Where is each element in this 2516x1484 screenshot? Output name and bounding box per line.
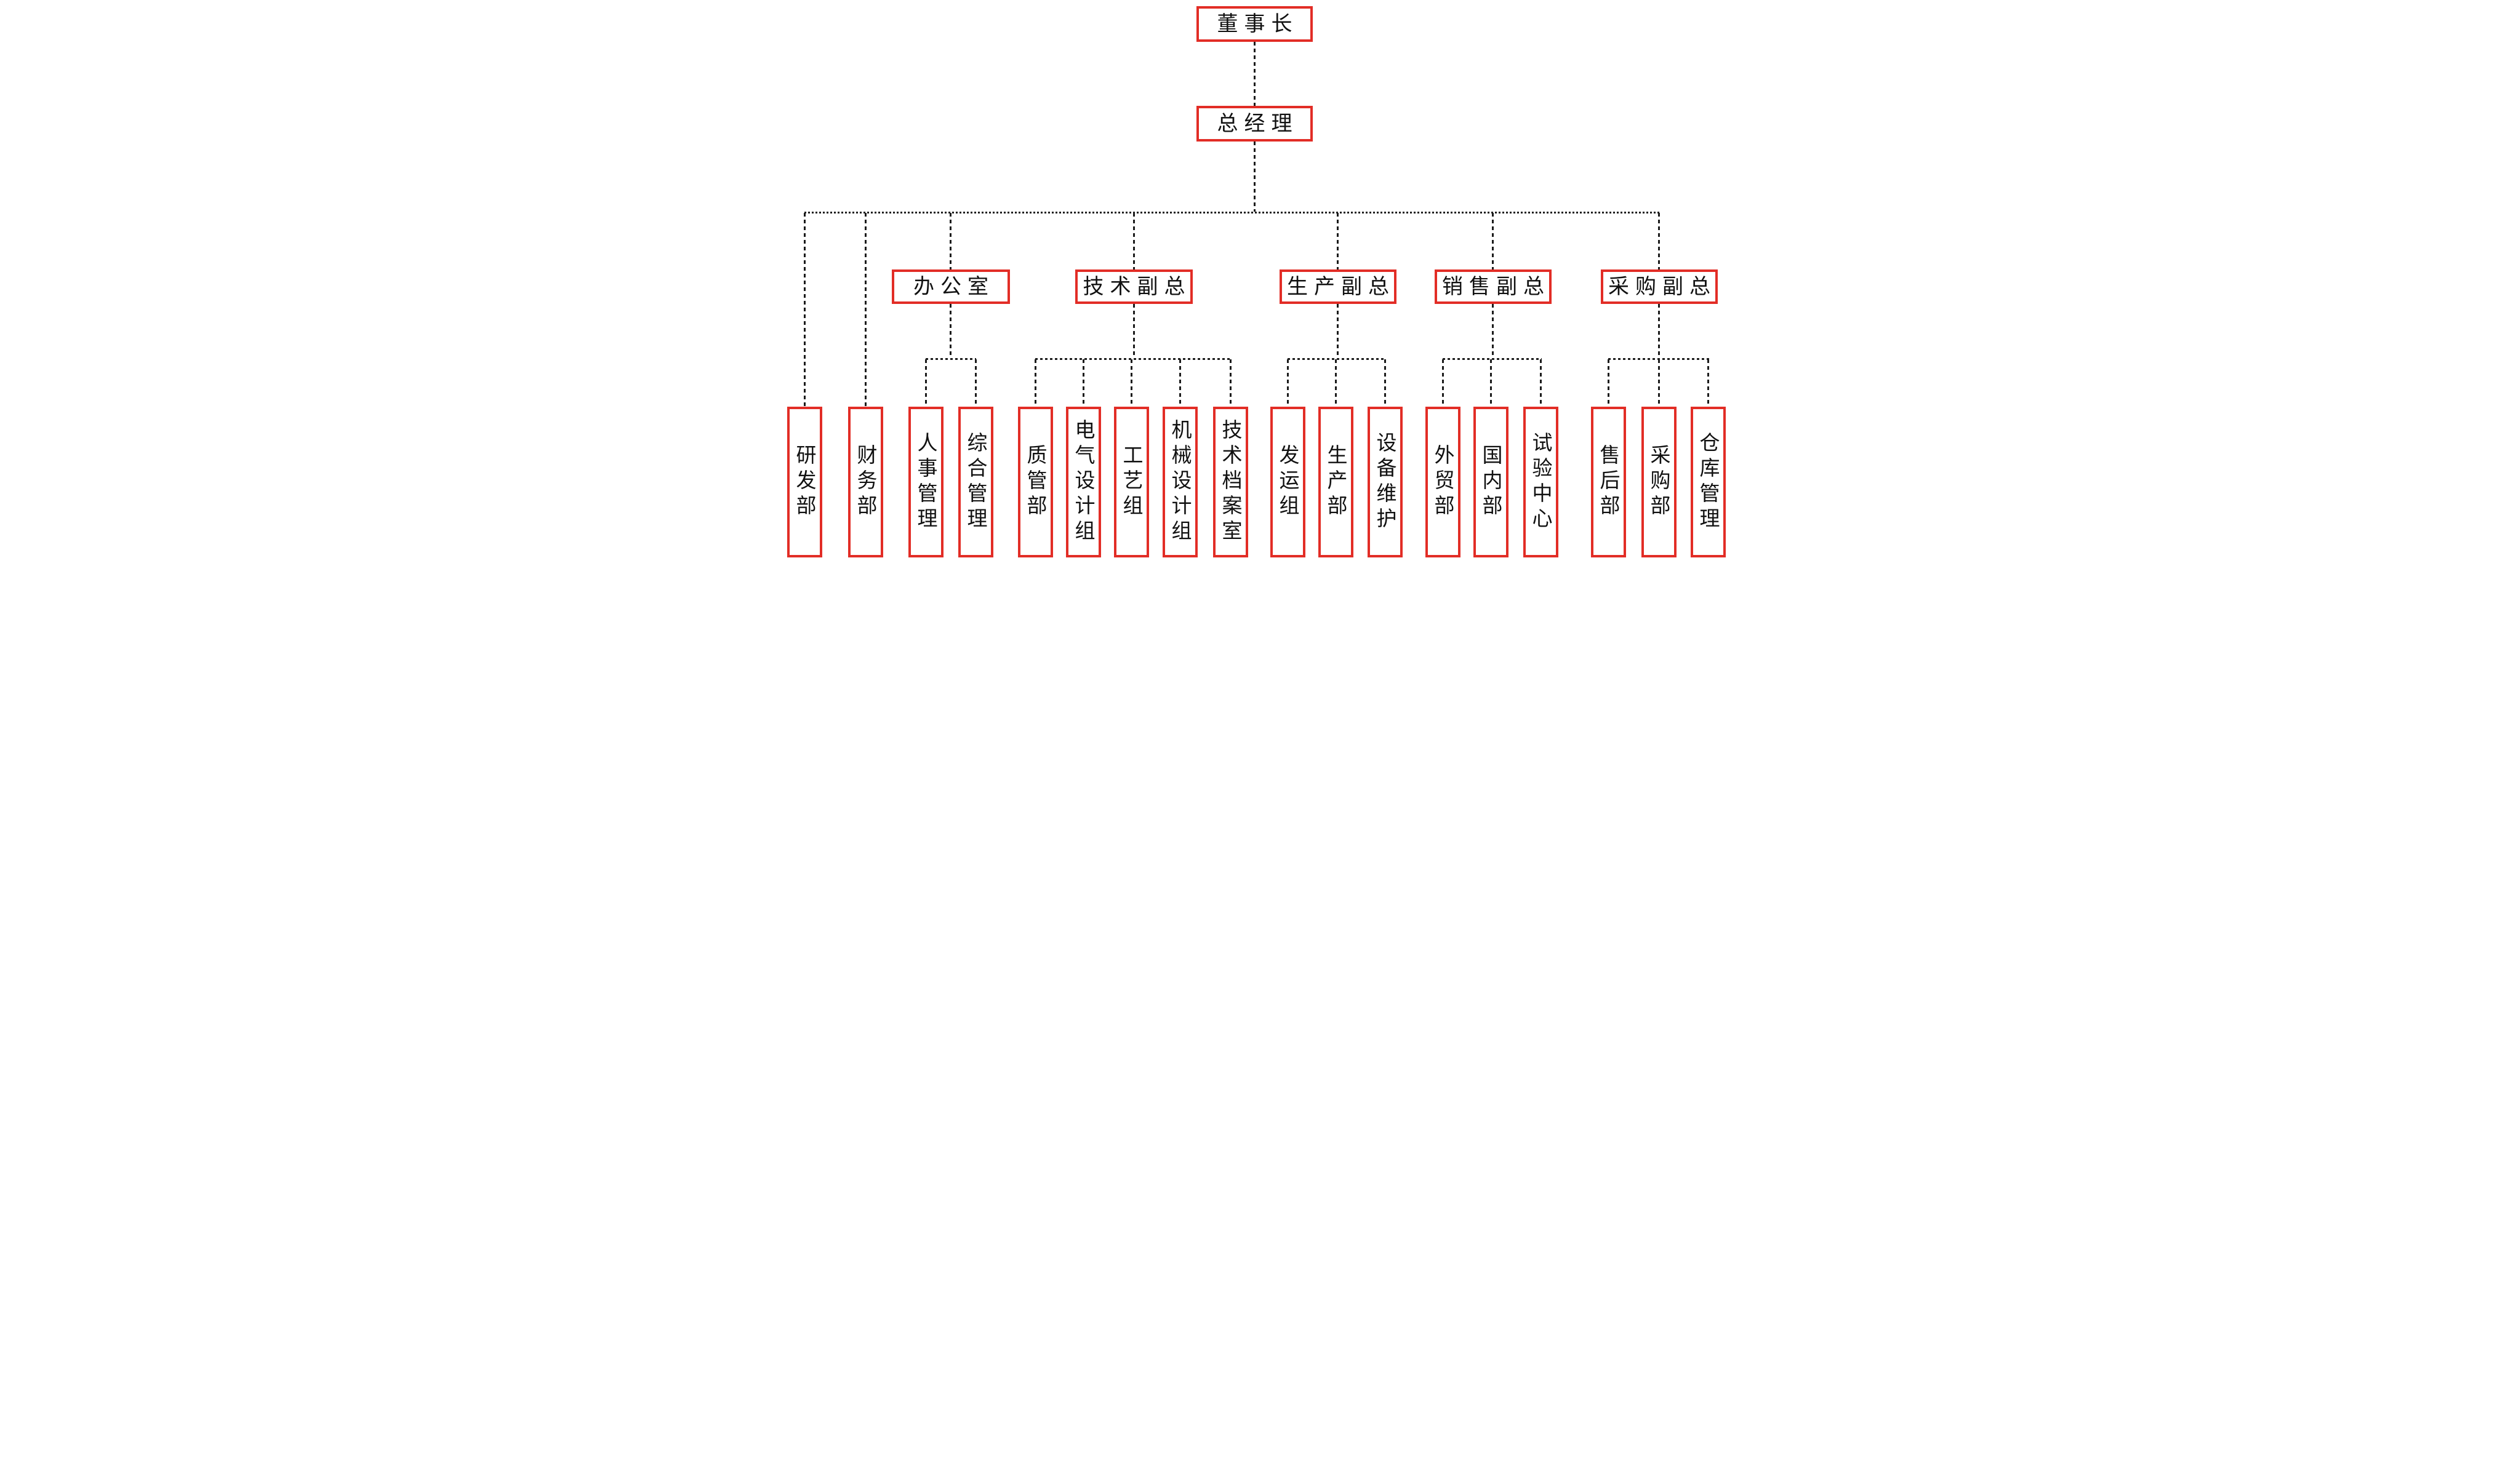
org-node-procurement-vp: 采购副总 bbox=[1601, 269, 1718, 304]
org-node-qc-dept: 质管部 bbox=[1018, 407, 1053, 557]
org-node-foreign-trade-dept-label: 外贸部 bbox=[1431, 444, 1455, 520]
connector-trunk-office bbox=[950, 213, 952, 269]
connector-child-warehouse bbox=[1707, 359, 1709, 407]
connector-child-equipment bbox=[1384, 359, 1386, 407]
org-node-tech-archive: 技术档案室 bbox=[1213, 407, 1248, 557]
org-node-general-management-label: 综合管理 bbox=[964, 431, 988, 533]
org-node-procurement-vp-label: 采购副总 bbox=[1608, 274, 1717, 299]
org-node-shipping-group: 发运组 bbox=[1270, 407, 1305, 557]
connector-child-mechanical bbox=[1179, 359, 1181, 407]
org-node-sales-vp: 销售副总 bbox=[1435, 269, 1552, 304]
org-node-finance-dept: 财务部 bbox=[848, 407, 883, 557]
connector-child-hr bbox=[925, 359, 927, 407]
connector-procurement-subbar bbox=[1658, 304, 1660, 358]
org-node-electrical-design: 电气设计组 bbox=[1066, 407, 1101, 557]
org-node-purchasing-dept-label: 采购部 bbox=[1647, 444, 1671, 520]
org-node-warehouse-management: 仓库管理 bbox=[1691, 407, 1726, 557]
org-node-production-dept: 生产部 bbox=[1318, 407, 1353, 557]
connector-trunk-procurement bbox=[1658, 213, 1660, 269]
org-node-general-manager: 总经理 bbox=[1196, 106, 1313, 142]
subbar-procurement bbox=[1608, 358, 1709, 360]
org-node-equipment-maintenance-label: 设备维护 bbox=[1373, 431, 1397, 533]
org-node-mechanical-design-label: 机械设计组 bbox=[1168, 419, 1192, 545]
org-node-finance-dept-label: 财务部 bbox=[854, 444, 878, 520]
org-node-sales-vp-label: 销售副总 bbox=[1442, 274, 1550, 299]
org-node-chairman-label: 董事长 bbox=[1217, 12, 1299, 36]
org-node-process-group-label: 工艺组 bbox=[1120, 444, 1144, 520]
connector-child-qc bbox=[1035, 359, 1036, 407]
connector-tech-subbar bbox=[1133, 304, 1135, 358]
connector-chairman-gm bbox=[1254, 42, 1256, 106]
org-node-after-sales-dept-label: 售后部 bbox=[1597, 444, 1621, 520]
org-node-general-management: 综合管理 bbox=[958, 407, 993, 557]
org-node-tech-archive-label: 技术档案室 bbox=[1219, 419, 1243, 545]
subbar-office bbox=[926, 358, 976, 360]
org-node-general-manager-label: 总经理 bbox=[1217, 111, 1299, 136]
org-node-test-center-label: 试验中心 bbox=[1529, 431, 1553, 533]
org-node-tech-vp: 技术副总 bbox=[1075, 269, 1193, 304]
connector-child-general bbox=[975, 359, 977, 407]
org-node-hr-management-label: 人事管理 bbox=[914, 431, 938, 533]
connector-child-domestic bbox=[1490, 359, 1492, 407]
connector-child-process bbox=[1131, 359, 1132, 407]
org-node-process-group: 工艺组 bbox=[1114, 407, 1149, 557]
org-node-shipping-group-label: 发运组 bbox=[1276, 444, 1300, 520]
connector-child-production-dept bbox=[1335, 359, 1337, 407]
subbar-sales bbox=[1443, 358, 1542, 360]
org-node-domestic-dept: 国内部 bbox=[1473, 407, 1508, 557]
connector-trunk bbox=[804, 212, 1659, 213]
org-node-rnd-dept-label: 研发部 bbox=[793, 444, 817, 520]
org-node-qc-dept-label: 质管部 bbox=[1024, 444, 1048, 520]
org-chart: 董事长 总经理 办公室 技术副总 生产副总 销售副总 采购副总 研发部 财务部 … bbox=[783, 0, 1733, 560]
org-node-mechanical-design: 机械设计组 bbox=[1163, 407, 1198, 557]
org-node-electrical-design-label: 电气设计组 bbox=[1072, 419, 1096, 545]
connector-child-foreign-trade bbox=[1442, 359, 1444, 407]
connector-child-shipping bbox=[1287, 359, 1289, 407]
connector-child-test-center bbox=[1540, 359, 1542, 407]
org-node-office-label: 办公室 bbox=[913, 274, 995, 299]
org-node-production-vp-label: 生产副总 bbox=[1287, 274, 1395, 299]
org-node-domestic-dept-label: 国内部 bbox=[1479, 444, 1503, 520]
connector-trunk-sales bbox=[1492, 213, 1494, 269]
org-node-production-vp: 生产副总 bbox=[1280, 269, 1396, 304]
connector-trunk-tech bbox=[1133, 213, 1135, 269]
connector-trunk-production bbox=[1337, 213, 1339, 269]
connector-child-after-sales bbox=[1608, 359, 1609, 407]
org-node-after-sales-dept: 售后部 bbox=[1591, 407, 1626, 557]
org-node-test-center: 试验中心 bbox=[1523, 407, 1558, 557]
org-node-rnd-dept: 研发部 bbox=[787, 407, 822, 557]
connector-production-subbar bbox=[1337, 304, 1339, 358]
org-node-production-dept-label: 生产部 bbox=[1324, 444, 1348, 520]
subbar-production bbox=[1288, 358, 1386, 360]
connector-trunk-finance bbox=[865, 213, 867, 407]
org-node-tech-vp-label: 技术副总 bbox=[1083, 274, 1192, 299]
connector-sales-subbar bbox=[1492, 304, 1494, 358]
org-node-chairman: 董事长 bbox=[1196, 6, 1313, 42]
connector-child-electrical bbox=[1083, 359, 1084, 407]
connector-office-subbar bbox=[950, 304, 952, 358]
connector-trunk-rnd bbox=[804, 213, 806, 407]
org-node-warehouse-management-label: 仓库管理 bbox=[1696, 431, 1720, 533]
org-node-foreign-trade-dept: 外贸部 bbox=[1425, 407, 1460, 557]
org-node-hr-management: 人事管理 bbox=[908, 407, 944, 557]
connector-child-archive bbox=[1230, 359, 1232, 407]
connector-gm-trunk bbox=[1254, 142, 1256, 212]
org-node-office: 办公室 bbox=[892, 269, 1010, 304]
connector-child-purchasing bbox=[1658, 359, 1660, 407]
subbar-tech bbox=[1035, 358, 1232, 360]
org-node-purchasing-dept: 采购部 bbox=[1641, 407, 1677, 557]
org-node-equipment-maintenance: 设备维护 bbox=[1368, 407, 1403, 557]
